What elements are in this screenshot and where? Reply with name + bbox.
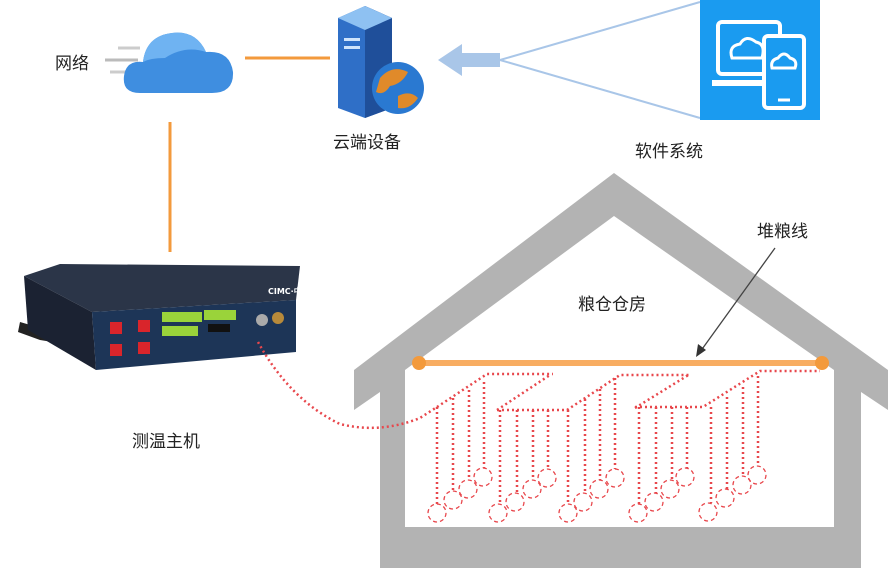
label-host: 测温主机 xyxy=(132,432,200,452)
sensor-node xyxy=(488,503,508,523)
label-granary: 粮仓仓房 xyxy=(578,295,646,315)
sensor-cables xyxy=(427,369,820,523)
pointer-arrowhead xyxy=(696,344,706,357)
sensor-node xyxy=(558,503,578,523)
cable-trunk xyxy=(496,373,551,412)
sensor-node xyxy=(505,492,525,512)
cable-trunk xyxy=(635,369,820,409)
label-cloud-device: 云端设备 xyxy=(333,133,401,153)
sensor-node xyxy=(675,467,695,487)
granary-house xyxy=(354,173,888,568)
cloud-icon xyxy=(105,32,234,93)
server-icon xyxy=(338,6,424,118)
sensor-node xyxy=(573,492,593,512)
sensor-node xyxy=(427,503,447,523)
label-grain-line: 堆粮线 xyxy=(757,222,808,242)
sensor-node xyxy=(715,488,735,508)
sensor-node xyxy=(732,475,752,495)
grain-line-pointer xyxy=(699,247,776,353)
sensor-node xyxy=(458,479,478,499)
sensor-node xyxy=(660,479,680,499)
cable-trunk xyxy=(436,372,553,409)
sensor-node xyxy=(628,503,648,523)
label-network: 网络 xyxy=(55,54,89,74)
projection-arrow xyxy=(438,1,701,119)
sensor-node xyxy=(698,502,718,522)
sensor-node xyxy=(589,479,609,499)
grain-line-end-right xyxy=(815,356,829,370)
sensor-node xyxy=(473,467,493,487)
sensor-node xyxy=(747,465,767,485)
sensor-node xyxy=(605,468,625,488)
sensor-node xyxy=(443,490,463,510)
sensor-node xyxy=(644,492,664,512)
temperature-host-device: CIMC·中集 xyxy=(18,264,311,370)
svg-text:CIMC·中集: CIMC·中集 xyxy=(268,286,311,296)
grain-line-end-left xyxy=(412,356,426,370)
label-software-system: 软件系统 xyxy=(635,142,703,162)
sensor-node xyxy=(522,479,542,499)
sensor-node xyxy=(537,468,557,488)
app-devices-icon xyxy=(700,0,820,120)
cable-trunk xyxy=(634,372,691,410)
